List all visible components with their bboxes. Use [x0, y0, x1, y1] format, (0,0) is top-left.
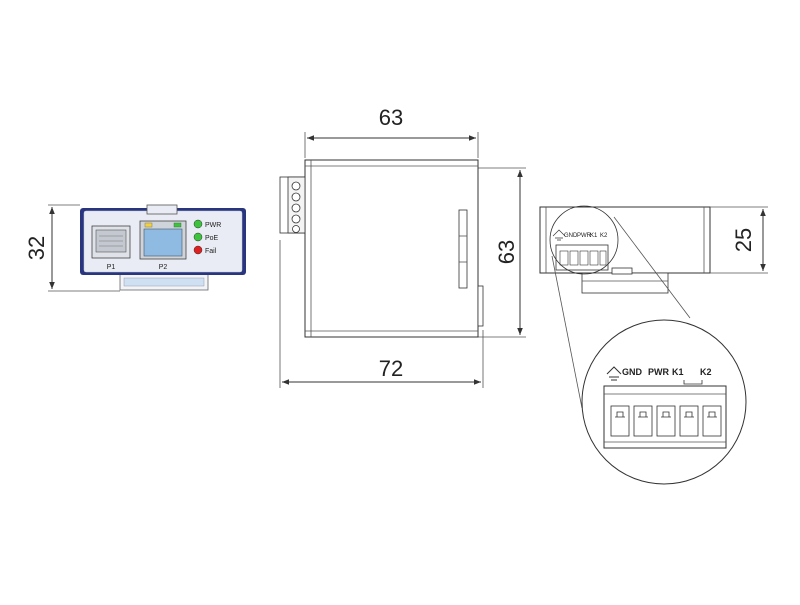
top-view: GND PWR K1 K2 25 [539, 205, 768, 294]
detail-leader-right [613, 216, 691, 319]
din-clip-inner [123, 277, 205, 287]
detail-label-k1: K1 [672, 367, 684, 377]
detail-terminal-block [603, 385, 727, 449]
led-pwr-icon [193, 219, 203, 229]
front-top-tab [146, 204, 178, 215]
top-terminal-block: GND PWR K1 K2 [552, 229, 609, 271]
detail-label-k2: K2 [700, 367, 712, 377]
dim-side-depth: 72 [279, 240, 484, 388]
port2-label: P2 [159, 264, 168, 271]
detail-terminal-slot-4 [679, 405, 699, 437]
dim-top-height: 25 [710, 206, 768, 274]
detail-leader-left [551, 255, 583, 409]
detail-terminal-slot-3 [656, 405, 676, 437]
detail-terminal-slot-2 [633, 405, 653, 437]
rj45-led-right [173, 222, 182, 228]
detail-label-pwr: PWR [648, 367, 669, 377]
ground-icon [552, 229, 566, 241]
rj45-led-left [144, 222, 153, 228]
detail-view: GND PWR K1 K2 [551, 216, 747, 485]
led-pwr-label: PWR [205, 222, 221, 229]
small-label-k2: K2 [600, 233, 608, 239]
dim-63-right-label: 63 [494, 240, 519, 264]
led-fail-label: Fail [205, 248, 217, 255]
side-din-clip [477, 285, 484, 327]
small-label-gnd: GND [564, 233, 578, 239]
dim-side-height: 63 [478, 167, 526, 338]
sfp-port-p1: P1 [91, 225, 131, 271]
side-vent-slots [458, 209, 468, 289]
led-poe-icon [193, 232, 203, 242]
detail-ground-icon [606, 366, 622, 381]
dim-32-label: 32 [24, 236, 49, 260]
small-label-pwr: PWR [577, 233, 592, 239]
side-body [304, 159, 479, 338]
led-fail-icon [193, 245, 203, 255]
detail-terminal-slot-5 [702, 405, 722, 437]
rj45-port-p2: P2 [139, 220, 187, 271]
detail-terminal-slot-1 [610, 405, 630, 437]
small-label-k1: K1 [590, 233, 598, 239]
detail-label-gnd: GND [622, 367, 643, 377]
dim-63-top-label: 63 [379, 105, 403, 130]
dim-side-width: 63 [304, 105, 479, 158]
status-leds: PWR PoE Fail [193, 219, 221, 255]
top-din-clip [581, 272, 669, 294]
dim-72-label: 72 [379, 356, 403, 381]
side-view: 63 63 [279, 105, 526, 388]
side-terminal-block [279, 176, 306, 234]
front-view: 32 P1 P2 PWR P [24, 204, 246, 292]
dim-25-label: 25 [731, 228, 756, 252]
led-poe-label: PoE [205, 235, 219, 242]
dim-front-height: 32 [24, 204, 120, 292]
port1-label: P1 [107, 264, 116, 271]
detail-marker-circle [549, 205, 619, 275]
